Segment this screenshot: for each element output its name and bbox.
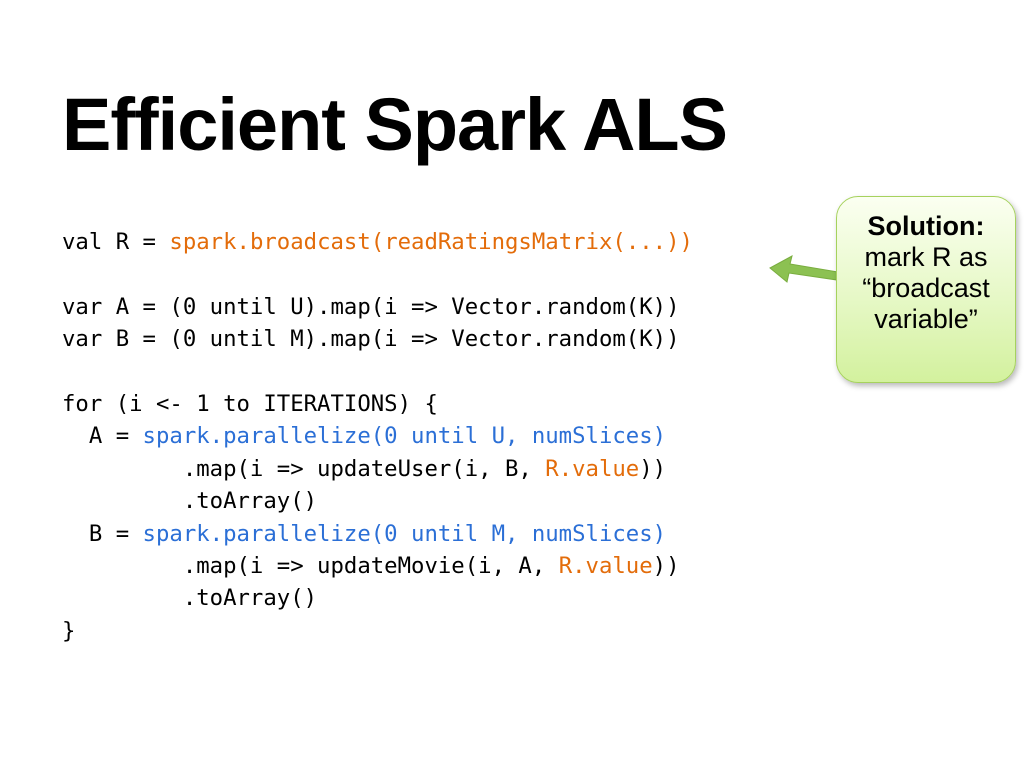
code-token: )): [639, 455, 667, 482]
code-token: )): [652, 552, 680, 579]
callout-heading: Solution:: [867, 211, 985, 241]
code-token: .toArray(): [62, 488, 318, 515]
code-line: .toArray(): [62, 485, 693, 517]
code-token: var A = (0 until U).map(i => Vector.rand…: [62, 293, 680, 320]
code-line: }: [62, 615, 693, 647]
code-line: var A = (0 until U).map(i => Vector.rand…: [62, 291, 693, 323]
code-line: .map(i => updateMovie(i, A, R.value)): [62, 550, 693, 582]
code-token: for (i <- 1 to ITERATIONS) {: [62, 390, 438, 417]
code-token: .map(i => updateUser(i, B,: [62, 455, 546, 482]
callout-text-line: “broadcast: [862, 273, 990, 303]
code-token: .toArray(): [62, 585, 318, 612]
callout-text-line: mark R as: [864, 242, 988, 272]
callout-text-line: variable”: [874, 304, 978, 334]
code-line: [62, 356, 693, 388]
slide-title: Efficient Spark ALS: [62, 83, 728, 166]
code-line: A = spark.parallelize(0 until U, numSlic…: [62, 420, 693, 452]
code-line: .toArray(): [62, 582, 693, 614]
code-line: for (i <- 1 to ITERATIONS) {: [62, 388, 693, 420]
code-token: .map(i => updateMovie(i, A,: [62, 552, 559, 579]
code-highlight-blue: spark.parallelize(0 until U, numSlices): [142, 423, 667, 450]
code-highlight-orange: R.value: [558, 552, 653, 579]
solution-callout: Solution: mark R as “broadcast variable”: [836, 196, 1016, 383]
code-highlight-orange: R.value: [545, 455, 640, 482]
code-line: [62, 258, 693, 290]
code-block: val R = spark.broadcast(readRatingsMatri…: [62, 226, 693, 647]
code-token: B =: [62, 520, 143, 547]
code-line: B = spark.parallelize(0 until M, numSlic…: [62, 518, 693, 550]
callout-arrow-icon: [769, 255, 839, 283]
code-highlight-orange: spark.broadcast(readRatingsMatrix(...)): [169, 229, 693, 255]
code-token: A =: [62, 423, 143, 450]
code-token: }: [62, 617, 76, 644]
code-line: val R = spark.broadcast(readRatingsMatri…: [62, 226, 693, 258]
code-token: val R =: [62, 229, 170, 255]
code-line: .map(i => updateUser(i, B, R.value)): [62, 453, 693, 485]
code-token: var B = (0 until M).map(i => Vector.rand…: [62, 326, 680, 353]
code-highlight-blue: spark.parallelize(0 until M, numSlices): [142, 520, 667, 547]
code-line: var B = (0 until M).map(i => Vector.rand…: [62, 323, 693, 355]
